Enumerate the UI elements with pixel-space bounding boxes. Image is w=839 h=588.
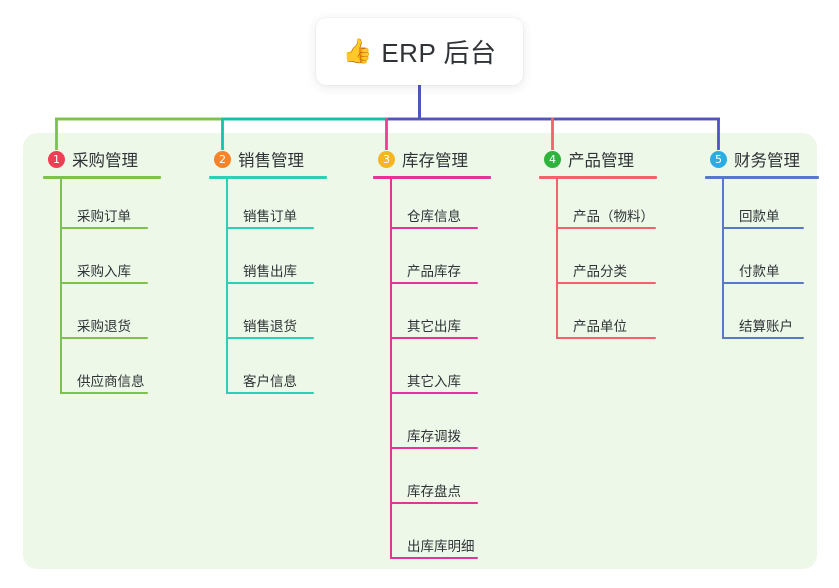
leaf-node-label: 库存盘点: [407, 484, 461, 499]
branch-header-purchase[interactable]: 1 采购管理: [32, 146, 138, 172]
leaf-node-underline: [60, 337, 148, 339]
leaf-node-underline: [556, 227, 656, 229]
leaf-node-underline: [556, 282, 656, 284]
leaf-node-underline: [226, 392, 314, 394]
diagram-background-panel: [23, 133, 817, 569]
leaf-node-label: 销售出库: [243, 264, 297, 279]
leaf-node-underline: [60, 227, 148, 229]
branch-spine: [556, 179, 558, 339]
branch-header-product[interactable]: 4 产品管理: [528, 146, 634, 172]
leaf-node-label: 产品（物料）: [573, 209, 654, 224]
branch-header-finance[interactable]: 5 财务管理: [694, 146, 800, 172]
branch-title: 财务管理: [734, 152, 800, 170]
leaf-node-label: 产品分类: [573, 264, 627, 279]
leaf-node-label: 其它入库: [407, 374, 461, 389]
leaf-node-underline: [722, 337, 804, 339]
branch-title: 销售管理: [238, 152, 304, 170]
leaf-node-underline: [722, 282, 804, 284]
leaf-node-label: 出库库明细: [407, 539, 475, 554]
leaf-node-label: 产品库存: [407, 264, 461, 279]
leaf-node-label: 产品单位: [573, 319, 627, 334]
leaf-node-label: 付款单: [739, 264, 780, 279]
leaf-node-underline: [226, 337, 314, 339]
branch-header-underline: [705, 176, 819, 179]
branch-header-underline: [373, 176, 491, 179]
leaf-node-underline: [390, 447, 478, 449]
leaf-node-label: 采购入库: [77, 264, 131, 279]
branch-number-badge: 5: [710, 150, 727, 168]
leaf-node-label: 销售退货: [243, 319, 297, 334]
branch-spine: [226, 179, 228, 394]
leaf-node-label: 客户信息: [243, 374, 297, 389]
leaf-node-underline: [226, 227, 314, 229]
leaf-node-label: 仓库信息: [407, 209, 461, 224]
branch-number-badge: 3: [378, 150, 395, 168]
leaf-node-underline: [390, 337, 478, 339]
root-node-title: ERP 后台: [381, 38, 497, 68]
leaf-node-underline: [226, 282, 314, 284]
branch-spine: [60, 179, 62, 394]
branch-header-sales[interactable]: 2 销售管理: [198, 146, 304, 172]
leaf-node-label: 销售订单: [243, 209, 297, 224]
leaf-node-underline: [60, 392, 148, 394]
branch-number-badge: 4: [544, 150, 561, 168]
leaf-node-label: 采购退货: [77, 319, 131, 334]
leaf-node-label: 结算账户: [739, 319, 793, 334]
leaf-node-underline: [60, 282, 148, 284]
branch-header-underline: [539, 176, 657, 179]
leaf-node-label: 供应商信息: [77, 374, 145, 389]
leaf-node-underline: [390, 392, 478, 394]
branch-column-inventory: 3 库存管理仓库信息产品库存其它出库其它入库库存调拨库存盘点出库库明细: [362, 146, 491, 559]
leaf-node-label: 采购订单: [77, 209, 131, 224]
branch-header-underline: [209, 176, 327, 179]
branch-column-finance: 5 财务管理回款单付款单结算账户: [694, 146, 819, 339]
branch-header-underline: [43, 176, 161, 179]
branch-title: 产品管理: [568, 152, 634, 170]
branch-spine: [722, 179, 724, 339]
branch-column-purchase: 1 采购管理采购订单采购入库采购退货供应商信息: [32, 146, 161, 394]
leaf-node-underline: [722, 227, 804, 229]
leaf-node-underline: [390, 557, 478, 559]
branch-spine: [390, 179, 392, 559]
leaf-node-label: 其它出库: [407, 319, 461, 334]
branch-title: 库存管理: [402, 152, 468, 170]
root-node-card[interactable]: 👍 ERP 后台: [316, 18, 523, 85]
branch-column-product: 4 产品管理产品（物料） 产品分类产品单位: [528, 146, 657, 339]
branch-number-badge: 1: [48, 150, 65, 168]
branch-title: 采购管理: [72, 152, 138, 170]
leaf-node-label: 库存调拨: [407, 429, 461, 444]
branch-column-sales: 2 销售管理销售订单销售出库销售退货客户信息: [198, 146, 327, 394]
branch-header-inventory[interactable]: 3 库存管理: [362, 146, 468, 172]
leaf-node-label: 回款单: [739, 209, 780, 224]
leaf-node-underline: [390, 502, 478, 504]
branch-number-badge: 2: [214, 150, 231, 168]
leaf-node-underline: [556, 337, 656, 339]
leaf-node-underline: [390, 282, 478, 284]
thumbs-up-icon: 👍: [342, 37, 373, 65]
leaf-node-underline: [390, 227, 478, 229]
